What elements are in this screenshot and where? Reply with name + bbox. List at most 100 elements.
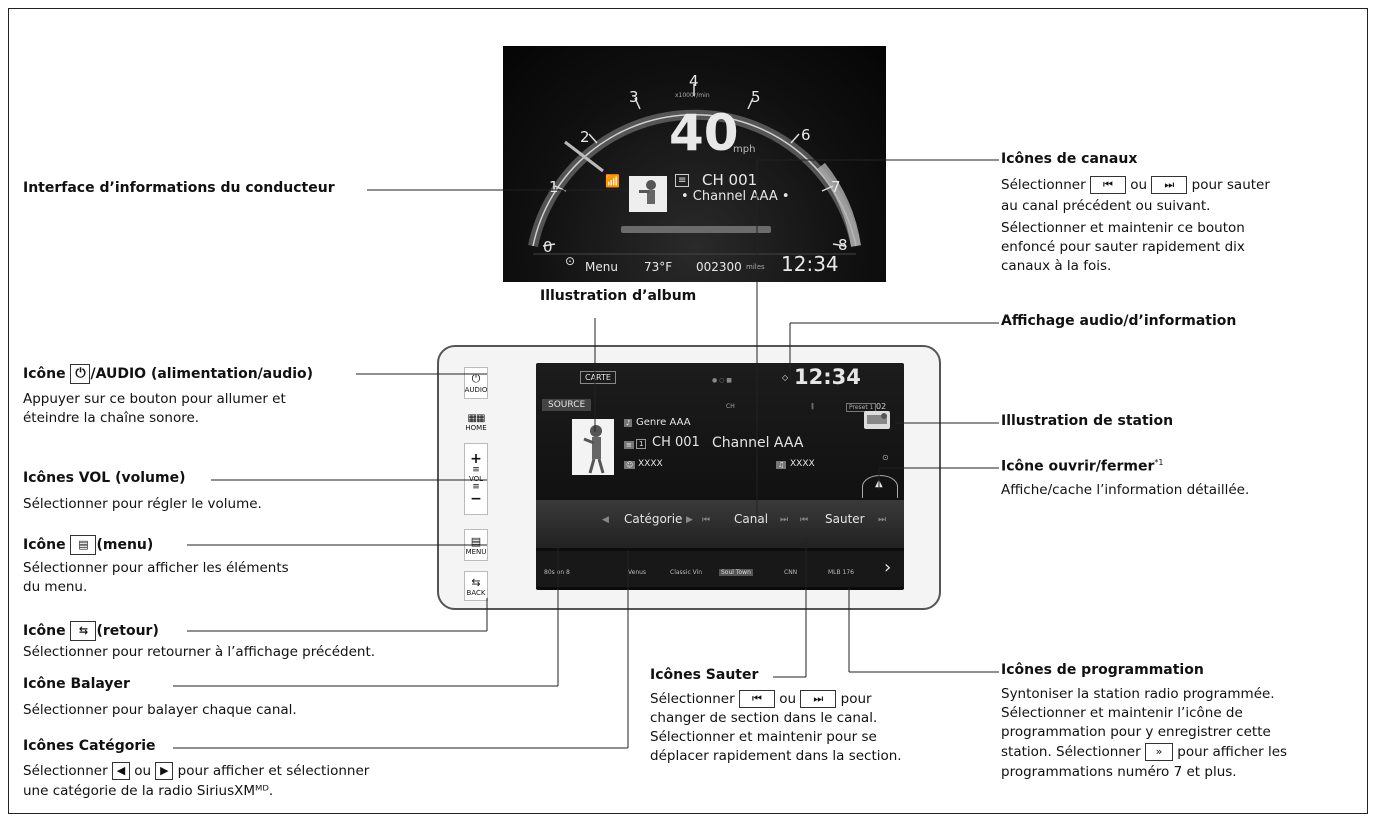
odometer-unit: miles [746, 263, 765, 271]
tach-8: 8 [838, 236, 848, 254]
category-prev-icon[interactable]: ◀ [602, 515, 609, 525]
tach-5: 5 [751, 88, 761, 106]
category-heading: Icônes Catégorie [23, 738, 156, 754]
channels-desc-4: enfoncé pour sauter rapidement dix [1001, 239, 1245, 255]
category-label[interactable]: Catégorie [624, 512, 683, 526]
xm-icon: ≡ [675, 174, 690, 187]
volume-up-icon[interactable]: + [470, 451, 482, 467]
skip-desc-1: Sélectionner ⏮ ou ⏭ pour [650, 690, 872, 708]
menu-heading-post: (menu) [96, 537, 154, 553]
channel-next-icon[interactable]: ⏭ [780, 515, 789, 525]
skip-desc-a: Sélectionner [650, 691, 735, 707]
power-desc-1: Appuyer sur ce bouton pour allumer et [23, 391, 286, 407]
vol-heading: Icônes VOL (volume) [23, 470, 186, 486]
tach-4: 4 [689, 72, 699, 90]
home-grid-icon: ▦▦ [467, 412, 486, 424]
presets-desc-5: programmations numéro 7 et plus. [1001, 764, 1237, 780]
skip-desc-3: Sélectionner et maintenir pour se [650, 729, 877, 745]
channel-icon: ≡ [624, 441, 634, 449]
presets-desc-4: station. Sélectionner » pour afficher le… [1001, 743, 1287, 761]
power-audio-button[interactable]: ⏻ AUDIO [464, 367, 488, 399]
genre-text: Genre AAA [636, 417, 691, 428]
skip-next-icon[interactable]: ⏭ [878, 515, 887, 525]
open-close-heading-text: Icône ouvrir/fermer [1001, 458, 1155, 475]
menu-icon: ▤ [470, 534, 482, 548]
preset-3[interactable]: Classic Vin [670, 569, 703, 576]
sauter-label[interactable]: Sauter [825, 512, 865, 526]
presets-desc-1: Syntoniser la station radio programmée. [1001, 686, 1275, 702]
category-desc-b: ou [134, 763, 152, 779]
station-art [864, 411, 890, 429]
menu-label: MENU [465, 547, 487, 556]
driver-info-cluster: 0 1 2 3 4 5 6 7 8 x1000r/min 40 mph 📶 ≡ … [503, 46, 886, 282]
category-desc-1: Sélectionner ◀ ou ▶ pour afficher et sél… [23, 762, 369, 780]
cluster-channel-number: CH 001 [702, 171, 758, 189]
back-desc: Sélectionner pour retourner à l’affichag… [23, 644, 376, 660]
skip-forward-icon: ⏭ [800, 690, 837, 708]
scan-desc: Sélectionner pour balayer chaque canal. [23, 702, 297, 718]
preset-5[interactable]: CNN [784, 569, 798, 576]
speed-readout: 40 [669, 104, 739, 162]
cluster-menu: Menu [585, 260, 618, 274]
source-button[interactable]: SOURCE [542, 399, 592, 411]
preset-1[interactable]: 80s on 8 [544, 569, 570, 576]
channel-prev-icon[interactable]: ⏮ [702, 515, 711, 525]
back-heading-post: (retour) [96, 623, 159, 639]
volume-buttons[interactable]: + ≡ VOL ≡ − [464, 443, 488, 515]
category-next-icon[interactable]: ▶ [686, 515, 693, 525]
skip-desc-4: déplacer rapidement dans la section. [650, 748, 902, 764]
skip-desc-b: ou [779, 691, 797, 707]
vol-desc: Sélectionner pour régler le volume. [23, 496, 262, 512]
xxxx-right: XXXX [790, 459, 815, 469]
open-close-desc: Affiche/cache l’information détaillée. [1001, 482, 1250, 498]
tach-unit: x1000r/min [675, 92, 710, 99]
channels-desc-3: Sélectionner et maintenir ce bouton [1001, 220, 1245, 236]
tach-0: 0 [543, 238, 553, 256]
steering-menu-icon: ⊙ [565, 254, 576, 268]
preset-4[interactable]: Soul Town [719, 569, 753, 576]
back-icon: ⇆ [471, 575, 481, 589]
canal-label[interactable]: Canal [734, 512, 769, 526]
volume-bars-icon: ≡ [472, 465, 480, 475]
power-heading: Icône ⏻/AUDIO (alimentation/audio) [23, 364, 313, 384]
preset-6[interactable]: MLB 176 [828, 569, 854, 576]
preset-number: 02 [876, 402, 887, 411]
xxxx-left: XXXX [638, 459, 663, 469]
skip-desc-2: changer de section dans le canal. [650, 710, 878, 726]
carte-button[interactable]: CARTE [580, 371, 616, 384]
ch-small: CH [726, 403, 735, 410]
tach-3: 3 [629, 88, 639, 106]
volume-bars-icon-2: ≡ [472, 482, 480, 492]
album-art [572, 419, 614, 475]
skip-prev-icon[interactable]: ⏮ [800, 515, 809, 525]
preset-2[interactable]: Venus [628, 569, 647, 576]
volume-down-icon[interactable]: − [470, 491, 482, 507]
channel-forward-icon: ⏭ [1151, 176, 1188, 194]
tach-1: 1 [549, 178, 559, 196]
clock-diamond-icon: ◇ [782, 373, 789, 382]
cluster-temp: 73°F [644, 260, 673, 274]
preset-one-icon: 1 [636, 439, 647, 449]
scan-heading: Icône Balayer [23, 676, 130, 692]
screen-clock: 12:34 [794, 365, 861, 389]
channels-desc-a: Sélectionner [1001, 177, 1086, 193]
channels-desc-1: Sélectionner ⏮ ou ⏭ pour sauter [1001, 176, 1270, 194]
menu-desc-2: du menu. [23, 579, 88, 595]
artist-icon: ☺ [624, 461, 636, 469]
menu-heading: Icône ▤(menu) [23, 535, 153, 555]
skip-back-icon: ⏮ [738, 690, 775, 708]
page-frame [8, 8, 1368, 814]
home-button[interactable]: ▦▦ HOME [464, 409, 488, 435]
presets-more-icon[interactable]: › [884, 557, 892, 578]
power-heading-pre: Icône [23, 366, 66, 382]
category-desc-c: pour afficher et sélectionner [177, 763, 370, 779]
genre-icon: ♪ [624, 419, 633, 427]
category-desc-2: une catégorie de la radio SiriusXMᴹᴰ. [23, 783, 274, 799]
power-heading-post: /AUDIO (alimentation/audio) [90, 366, 314, 382]
skip-heading: Icônes Sauter [650, 667, 759, 683]
back-button[interactable]: ⇆ BACK [464, 571, 488, 601]
audio-display-heading: Affichage audio/d’information [1001, 313, 1237, 329]
tachometer-gauge [528, 84, 861, 255]
